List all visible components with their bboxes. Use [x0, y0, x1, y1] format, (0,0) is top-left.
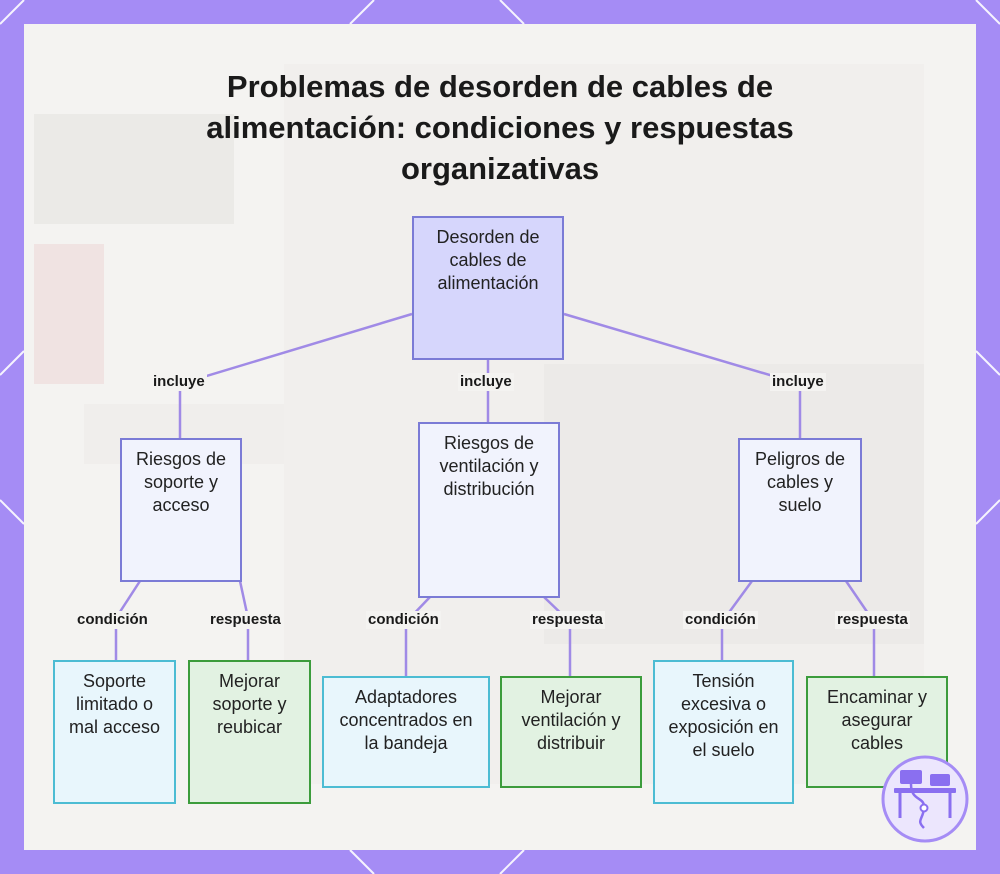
node-ventilation-distribution-risks: Riesgos de ventilación y distribución: [418, 422, 560, 598]
diagram-card: Problemas de desorden de cables de alime…: [24, 24, 976, 850]
edge-label-ventilation-response: respuesta: [530, 611, 605, 629]
node-support-response: Mejorar soporte y reubicar: [188, 660, 311, 804]
workspace-cables-logo-icon: [881, 755, 969, 843]
edge-floor-response: [844, 580, 876, 678]
node-floor-response: Encaminar y asegurar cables: [806, 676, 948, 788]
node-root: Desorden de cables de alimentación: [412, 216, 564, 360]
edge-root-support: [178, 312, 413, 440]
node-cable-floor-hazards: Peligros de cables y suelo: [738, 438, 862, 582]
node-ventilation-response: Mejorar ventilación y distribuir: [500, 676, 642, 788]
node-ventilation-condition: Adaptadores concentrados en la bandeja: [322, 676, 490, 788]
edge-label-floor-response: respuesta: [835, 611, 910, 629]
edge-label-includes-ventilation: incluye: [458, 373, 514, 391]
edge-label-floor-condition: condición: [683, 611, 758, 629]
edge-ventilation-condition: [404, 596, 431, 678]
diagram-title: Problemas de desorden de cables de alime…: [206, 69, 794, 186]
edge-label-includes-floor: incluye: [770, 373, 826, 391]
edge-label-support-condition: condición: [75, 611, 150, 629]
edge-label-support-response: respuesta: [208, 611, 283, 629]
edge-label-includes-support: incluye: [151, 373, 207, 391]
edge-ventilation-response: [543, 596, 572, 678]
edge-root-floor: [563, 312, 802, 440]
node-floor-condition: Tensión excesiva o exposición en el suel…: [653, 660, 794, 804]
edge-label-ventilation-condition: condición: [366, 611, 441, 629]
node-support-condition: Soporte limitado o mal acceso: [53, 660, 176, 804]
node-support-access-risks: Riesgos de soporte y acceso: [120, 438, 242, 582]
